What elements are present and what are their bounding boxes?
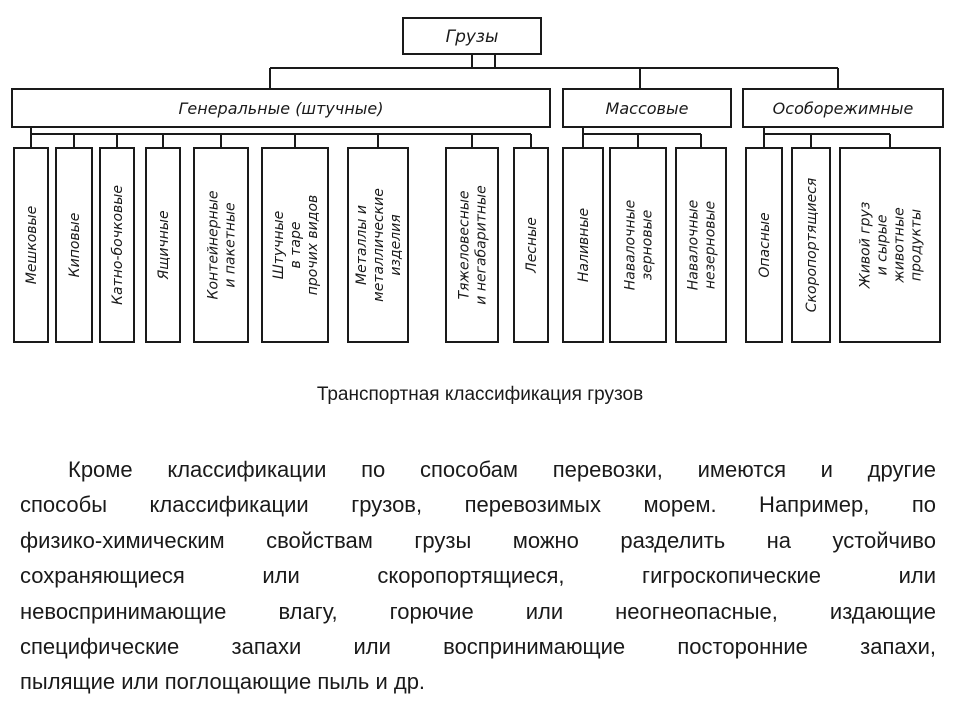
category-label: Ящичные bbox=[156, 210, 172, 280]
category-box bbox=[193, 147, 249, 343]
group-label: Генеральные (штучные) bbox=[178, 99, 383, 118]
category-box bbox=[99, 147, 135, 343]
category-box bbox=[445, 147, 499, 343]
category-label: Опасные bbox=[757, 212, 773, 277]
root-box bbox=[402, 17, 542, 55]
group-label: Особорежимные bbox=[773, 99, 914, 118]
category-box bbox=[513, 147, 549, 343]
paragraph-line: физико-химическим свойствам грузы можно … bbox=[20, 527, 936, 553]
category-label-line: Ящичные bbox=[156, 210, 172, 280]
category-label: Мешковые bbox=[24, 206, 40, 284]
category-label-line: и пакетные bbox=[222, 202, 238, 287]
diagram-caption: Транспортная классификация грузов bbox=[316, 384, 644, 405]
category-label: Наливные bbox=[576, 208, 592, 282]
category-box bbox=[261, 147, 329, 343]
category-label-line: животные bbox=[891, 207, 907, 284]
category-label-line: Контейнерные bbox=[205, 191, 221, 300]
category-box bbox=[562, 147, 604, 343]
category-label-line: Штучные bbox=[271, 211, 287, 280]
group-label: Массовые bbox=[606, 99, 689, 118]
category-box bbox=[675, 147, 727, 343]
root-label: Грузы bbox=[446, 27, 499, 47]
category-label: Катно-бочковые bbox=[110, 185, 126, 305]
category-label-line: Мешковые bbox=[24, 206, 40, 284]
category-label-line: и сырые bbox=[874, 215, 890, 276]
category-label-line: Навалочные bbox=[685, 200, 701, 291]
category-label-line: Лесные bbox=[524, 217, 540, 274]
category-label-line: Скоропортящиеся bbox=[804, 178, 820, 312]
group-box bbox=[742, 88, 944, 128]
category-label-line: Навалочные bbox=[622, 200, 638, 291]
category-label-line: Живой груз bbox=[857, 202, 873, 290]
category-label-line: Тяжеловесные bbox=[456, 190, 472, 299]
category-label-line: незерновые bbox=[702, 201, 718, 289]
category-box bbox=[13, 147, 49, 343]
category-label-line: Металлы и bbox=[354, 205, 370, 285]
category-label-line: Опасные bbox=[757, 212, 773, 277]
category-label-line: продукты bbox=[908, 209, 924, 281]
paragraph-line: невоспринимающие влагу, горючие или неог… bbox=[20, 598, 936, 624]
category-box bbox=[791, 147, 831, 343]
paragraph-line: сохраняющиеся или скоропортящиеся, гигро… bbox=[20, 563, 936, 589]
group-box bbox=[562, 88, 732, 128]
category-label: Скоропортящиеся bbox=[804, 178, 820, 312]
category-label: Киповые bbox=[67, 213, 83, 278]
category-box bbox=[609, 147, 667, 343]
category-label-line: Киповые bbox=[67, 213, 83, 278]
category-label: Лесные bbox=[524, 217, 540, 274]
category-box bbox=[745, 147, 783, 343]
category-label-line: Катно-бочковые bbox=[110, 185, 126, 305]
category-label-line: в таре bbox=[288, 222, 304, 269]
category-label-line: изделия bbox=[388, 214, 404, 275]
paragraph-line: Кроме классификации по способам перевозк… bbox=[68, 457, 936, 482]
category-box bbox=[347, 147, 409, 343]
category-label-line: металлические bbox=[371, 188, 387, 302]
group-box bbox=[11, 88, 551, 128]
body-paragraph: Кроме классификации по способам перевозк… bbox=[20, 452, 936, 700]
paragraph-line: пылящие или поглощающие пыль и др. bbox=[20, 669, 426, 695]
paragraph-line: способы классификации грузов, перевозимы… bbox=[20, 492, 936, 518]
category-label-line: и негабаритные bbox=[473, 185, 489, 304]
category-box bbox=[55, 147, 93, 343]
category-label-line: прочих видов bbox=[305, 195, 321, 296]
category-box bbox=[145, 147, 181, 343]
paragraph-line: специфические запахи или воспринимающие … bbox=[20, 634, 936, 660]
category-label-line: Наливные bbox=[576, 208, 592, 282]
category-box bbox=[839, 147, 941, 343]
category-label-line: зерновые bbox=[639, 210, 655, 281]
